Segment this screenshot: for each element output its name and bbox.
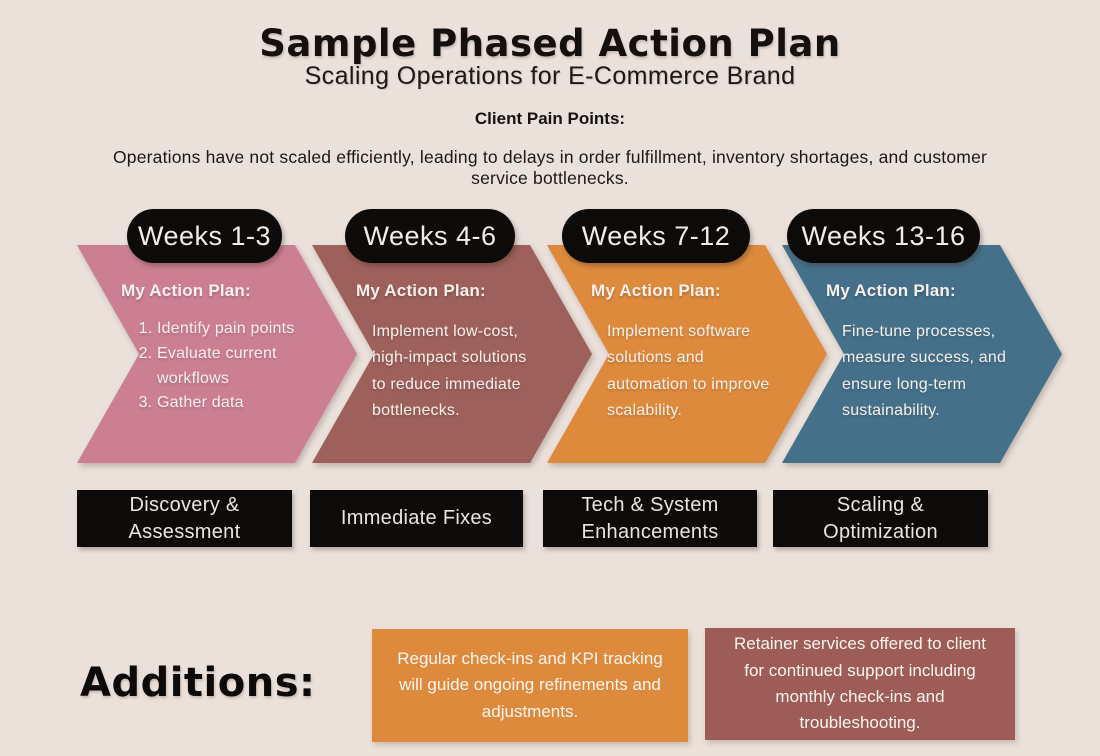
phase-1-plan-item: Gather data bbox=[157, 391, 317, 416]
page-subtitle: Scaling Operations for E-Commerce Brand bbox=[304, 62, 796, 90]
addition-card-checkins-text: Regular check-ins and KPI tracking will … bbox=[397, 648, 663, 721]
client-pain-points-text: Operations have not scaled efficiently, … bbox=[112, 147, 988, 188]
phase-2-chevron: My Action Plan: Implement low-cost, high… bbox=[312, 245, 592, 463]
phase-3-label: Tech & System Enhancements bbox=[581, 493, 719, 543]
addition-card-checkins: Regular check-ins and KPI tracking will … bbox=[372, 629, 688, 742]
addition-card-retainer-text: Retainer services offered to client for … bbox=[734, 634, 986, 733]
page-title: Sample Phased Action Plan bbox=[259, 22, 841, 65]
phase-2-plan-text: Implement low-cost, high-impact solution… bbox=[372, 323, 527, 420]
phase-2-plan-heading: My Action Plan: bbox=[356, 281, 486, 300]
phase-2-label: Immediate Fixes bbox=[340, 507, 493, 529]
phase-3-chevron: My Action Plan: Implement software solut… bbox=[547, 245, 827, 463]
weeks-badge-phase-1: Weeks 1-3 bbox=[127, 209, 282, 263]
phase-4-plan-heading: My Action Plan: bbox=[826, 281, 956, 300]
phase-4-chevron-shape: My Action Plan: Fine-tune processes, mea… bbox=[782, 245, 1062, 463]
phase-4-label-box: Scaling & Optimization bbox=[773, 490, 988, 547]
phase-1-plan-item: Evaluate current workflows bbox=[157, 342, 317, 392]
phase-3-label-box: Tech & System Enhancements bbox=[543, 490, 757, 547]
phase-3-plan-text: Implement software solutions and automat… bbox=[607, 323, 770, 420]
phase-1-label-box: Discovery & Assessment bbox=[77, 490, 292, 547]
phase-4-plan-text: Fine-tune processes, measure success, an… bbox=[842, 323, 1007, 420]
weeks-badge-phase-3: Weeks 7-12 bbox=[562, 209, 750, 263]
phase-1-chevron: My Action Plan: Identify pain points Eva… bbox=[77, 245, 357, 463]
phase-4-chevron: My Action Plan: Fine-tune processes, mea… bbox=[782, 245, 1062, 463]
additions-heading: Additions: bbox=[80, 660, 316, 706]
phase-4-label: Scaling & Optimization bbox=[823, 493, 938, 543]
phase-1-plan-item: Identify pain points bbox=[157, 317, 317, 342]
phase-1-label: Discovery & Assessment bbox=[128, 493, 241, 543]
client-pain-points-heading: Client Pain Points: bbox=[474, 109, 626, 128]
weeks-badge-phase-2: Weeks 4-6 bbox=[345, 209, 515, 263]
phase-2-label-box: Immediate Fixes bbox=[310, 490, 523, 547]
phase-1-plan-heading: My Action Plan: bbox=[121, 281, 251, 300]
weeks-badge-phase-4: Weeks 13-16 bbox=[787, 209, 980, 263]
phase-3-plan-heading: My Action Plan: bbox=[591, 281, 721, 300]
addition-card-retainer: Retainer services offered to client for … bbox=[705, 628, 1015, 740]
phase-1-plan-list: Identify pain points Evaluate current wo… bbox=[135, 317, 317, 416]
